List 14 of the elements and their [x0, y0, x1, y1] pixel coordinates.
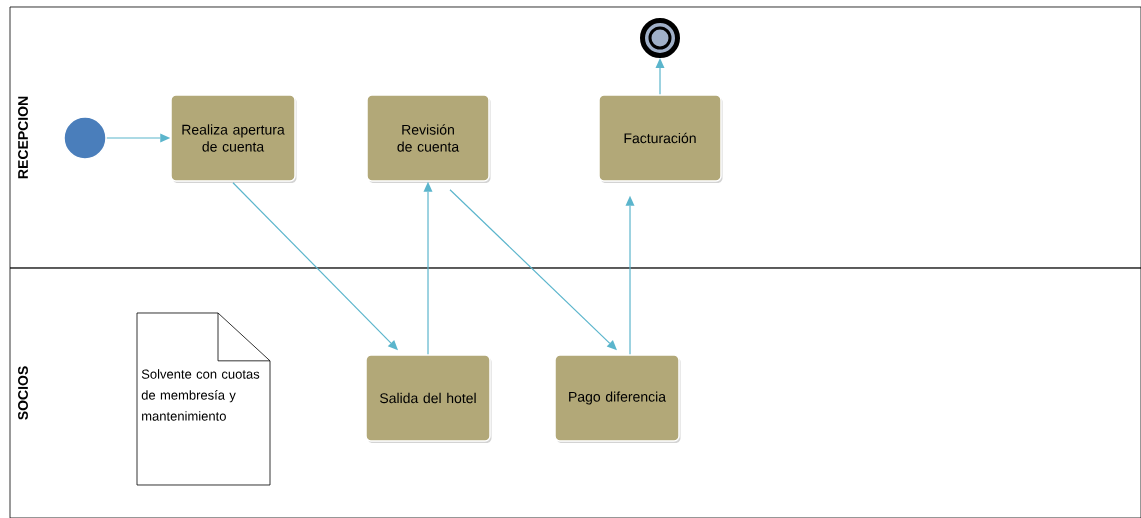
task-box: Revisión de cuenta [366, 94, 491, 183]
note-document: Solvente con cuotas de membresía y mantenimiento [136, 312, 271, 486]
arrow [449, 189, 617, 351]
arrow [106, 133, 171, 143]
arrow [655, 58, 665, 95]
arrow [232, 182, 398, 351]
task-box: Realiza apertura de cuenta [170, 94, 297, 183]
task-box: Pago diferencia [554, 354, 681, 443]
start-event [63, 116, 107, 160]
arrow [625, 195, 635, 355]
task-box: Salida del hotel [365, 354, 492, 443]
arrow [423, 181, 433, 355]
task-box: Facturación [598, 94, 723, 183]
end-event [640, 18, 680, 58]
